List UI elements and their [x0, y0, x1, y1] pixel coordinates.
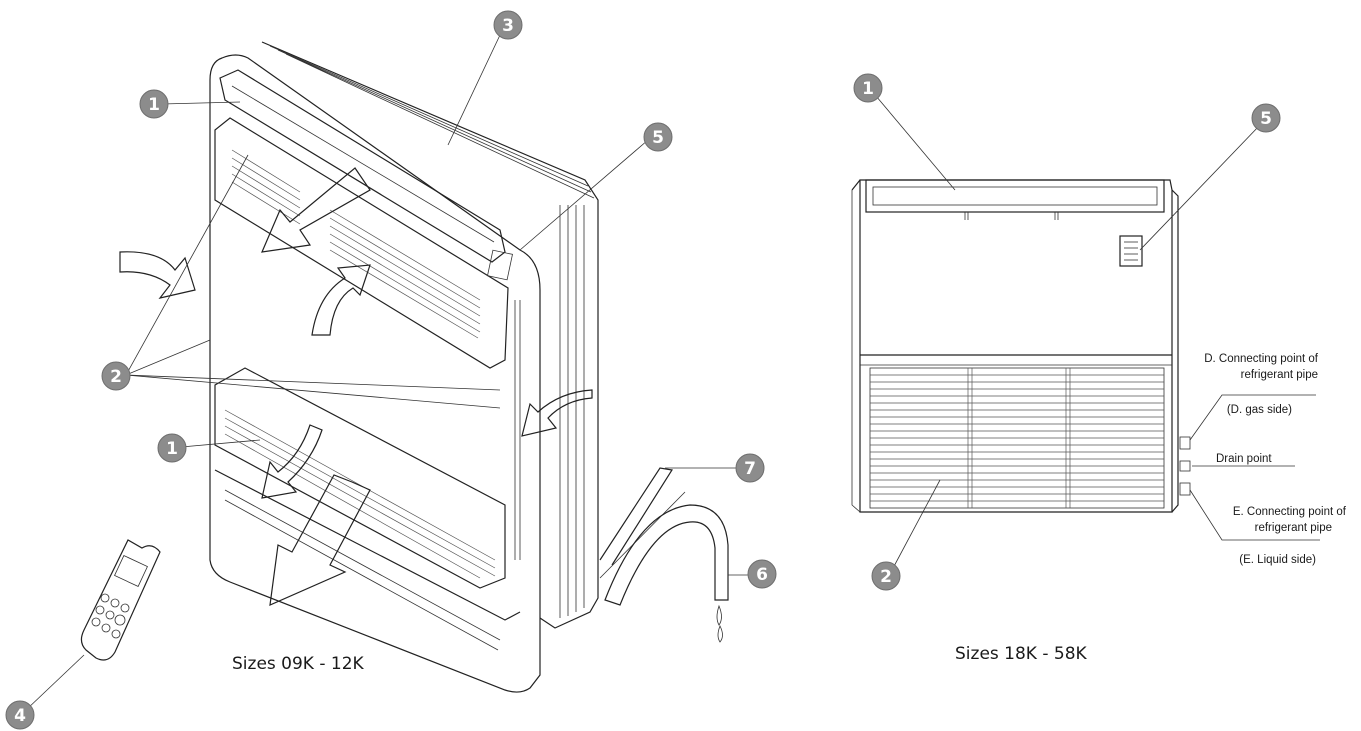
callout-right-2: 2 [871, 561, 901, 591]
callout-left-5: 5 [643, 122, 673, 152]
left-caption: Sizes 09K - 12K [232, 654, 365, 674]
liquid-note-line1: E. Connecting point of [1233, 506, 1347, 518]
callout-number: 2 [880, 567, 892, 587]
callout-left-1-top: 1 [139, 89, 169, 119]
callout-left-7: 7 [735, 453, 765, 483]
gas-note-line1: D. Connecting point of [1204, 353, 1319, 365]
callout-number: 1 [148, 95, 160, 115]
callout-number: 2 [110, 367, 122, 387]
left-unit-drawing [80, 41, 729, 693]
callout-number: 7 [744, 459, 756, 479]
callout-number: 3 [502, 16, 514, 36]
gas-note-line2: refrigerant pipe [1241, 369, 1318, 381]
callout-number: 5 [1260, 109, 1272, 129]
gas-side-note: (D. gas side) [1227, 404, 1292, 416]
left-leader-lines [25, 34, 752, 711]
callout-number: 1 [862, 79, 874, 99]
callout-left-1-bottom: 1 [157, 433, 187, 463]
callout-left-4: 4 [5, 700, 35, 730]
callout-number: 1 [166, 439, 178, 459]
callout-left-6: 6 [747, 559, 777, 589]
callout-number: 4 [14, 706, 26, 726]
right-leader-lines [875, 95, 1320, 571]
callout-number: 5 [652, 128, 664, 148]
liquid-side-note: (E. Liquid side) [1239, 554, 1316, 566]
callout-left-2: 2 [101, 361, 131, 391]
liquid-note-line2: refrigerant pipe [1255, 522, 1332, 534]
callout-number: 6 [756, 565, 768, 585]
callout-left-3: 3 [493, 10, 523, 40]
callout-right-5: 5 [1251, 103, 1281, 133]
right-unit-drawing [851, 179, 1191, 513]
right-caption: Sizes 18K - 58K [955, 644, 1088, 664]
callout-right-1: 1 [853, 73, 883, 103]
drain-note: Drain point [1216, 453, 1272, 465]
